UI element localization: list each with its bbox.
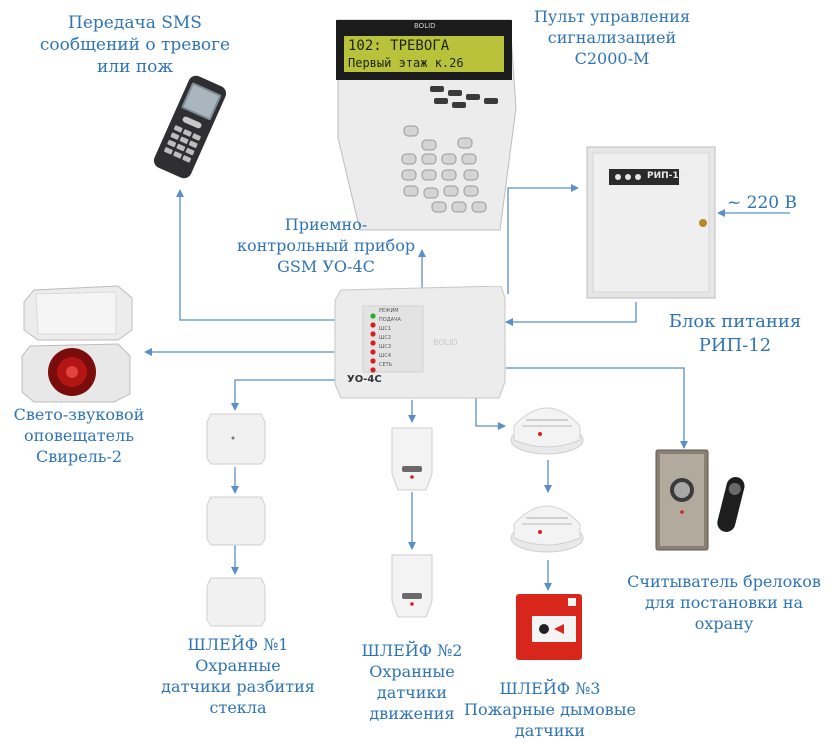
controller-led-label: СЕТЬ bbox=[379, 362, 393, 368]
controller-label: Приемно- контрольный прибор GSM УО-4С bbox=[236, 215, 416, 276]
glass-break-sensor-icon bbox=[206, 413, 266, 465]
smoke-detector-icon bbox=[510, 407, 584, 455]
glass-break-sensor-icon bbox=[206, 496, 266, 546]
keypad-lcd-line1: 102: ТРЕВОГА bbox=[348, 38, 450, 54]
reader-label: Считыватель брелоков для постановки на о… bbox=[627, 572, 821, 633]
panel-label: Пульт управления сигнализацией С2000-М bbox=[533, 7, 691, 68]
siren-label: Свето-звуковой оповещатель Свирель-2 bbox=[13, 405, 145, 466]
wire-loop1-a bbox=[231, 379, 345, 411]
keypad-brand: BOLID bbox=[414, 22, 436, 30]
controller-led-label: ПОДАЧА bbox=[379, 317, 401, 323]
motion-sensor-icon bbox=[391, 427, 433, 491]
power-supply-box-icon: РИП-12 bbox=[585, 145, 717, 300]
wire-to-panel bbox=[507, 184, 579, 294]
controller-led-label: ШС3 bbox=[379, 344, 392, 350]
loop3-label: ШЛЕЙФ №3 Пожарные дымовые датчики bbox=[464, 679, 636, 740]
power-model: РИП-12 bbox=[647, 171, 685, 181]
controller-model: УО-4С bbox=[347, 374, 382, 385]
controller-led-label: ШС4 bbox=[379, 353, 392, 359]
controller-brand: BOLID bbox=[433, 338, 458, 347]
wire-to-phone bbox=[176, 189, 335, 321]
smoke-detector-icon bbox=[510, 505, 584, 553]
controller-led-label: РЕЖИМ bbox=[379, 308, 399, 314]
manual-call-point-icon bbox=[516, 594, 582, 660]
sms-label: Передача SMS сообщений о тревоге или пож bbox=[39, 13, 231, 77]
loop1-label: ШЛЕЙФ №1 Охранные датчики разбития стекл… bbox=[161, 635, 315, 717]
siren-icon bbox=[21, 285, 133, 403]
keypad-lcd-line2: Первый этаж к.26 bbox=[348, 56, 464, 70]
wire-power bbox=[505, 302, 637, 326]
glass-break-sensor-icon bbox=[206, 577, 266, 627]
mobile-phone-icon bbox=[153, 75, 227, 179]
motion-sensor-icon bbox=[391, 554, 433, 618]
wire-to-reader bbox=[506, 367, 688, 449]
power-supply-label: Блок питания РИП-12 bbox=[668, 311, 802, 356]
loop2-label: ШЛЕЙФ №2 Охранные датчики движения bbox=[361, 641, 463, 723]
wire-loop3-a bbox=[475, 398, 506, 430]
key-fob-reader-icon bbox=[655, 449, 745, 551]
controller-led-label: ШС1 bbox=[379, 326, 392, 332]
control-keypad-icon: BOLID 102: ТРЕВОГА Первый этаж к.26 bbox=[330, 18, 518, 233]
controller-led-label: ШС2 bbox=[379, 335, 392, 341]
power-input-label: ~ 220 В bbox=[727, 193, 797, 213]
